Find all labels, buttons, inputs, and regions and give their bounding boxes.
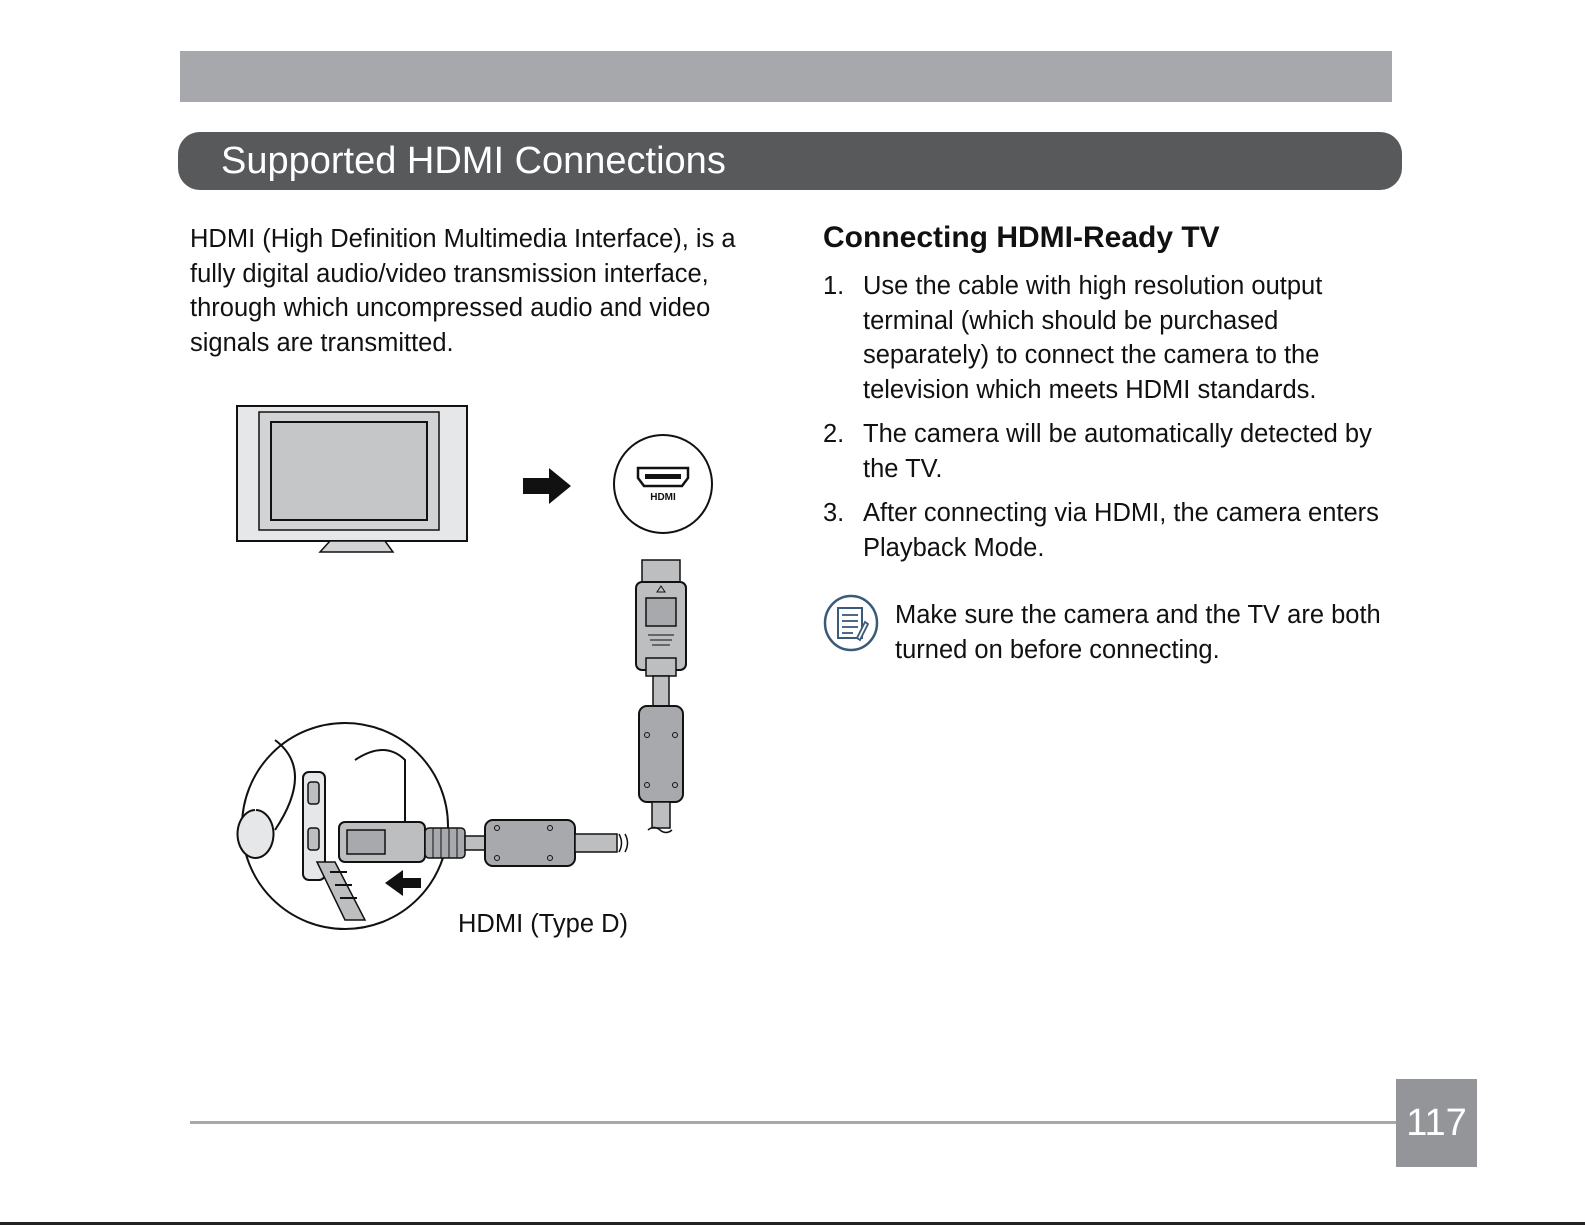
hdmi-logo-text: HDMI bbox=[650, 492, 676, 503]
page-number: 117 bbox=[1396, 1079, 1477, 1167]
note-icon bbox=[823, 594, 879, 652]
footer-divider bbox=[190, 1121, 1397, 1124]
step-item: 1. Use the cable with high resolution ou… bbox=[823, 269, 1393, 407]
top-header-band bbox=[180, 51, 1392, 102]
step-text: After connecting via HDMI, the camera en… bbox=[863, 499, 1379, 562]
step-number: 3. bbox=[823, 499, 845, 527]
section-title: Supported HDMI Connections bbox=[178, 132, 1402, 190]
intro-paragraph: HDMI (High Definition Multimedia Interfa… bbox=[190, 225, 736, 357]
tv-icon bbox=[236, 405, 468, 553]
connecting-hdmi-tv-heading: Connecting HDMI-Ready TV bbox=[823, 221, 1220, 254]
page-bottom-border bbox=[0, 1222, 1585, 1225]
step-item: 3. After connecting via HDMI, the camera… bbox=[823, 496, 1393, 565]
illustration-caption: HDMI (Type D) bbox=[458, 910, 629, 938]
step-item: 2. The camera will be automatically dete… bbox=[823, 417, 1393, 486]
step-text: Use the cable with high resolution outpu… bbox=[863, 272, 1323, 404]
step-text: The camera will be automatically detecte… bbox=[863, 420, 1372, 483]
hdmi-connection-illustration: HDMI bbox=[236, 405, 713, 930]
steps-list: 1. Use the cable with high resolution ou… bbox=[823, 269, 1393, 575]
hdmi-port-icon bbox=[613, 434, 713, 534]
note-text: Make sure the camera and the TV are both… bbox=[895, 601, 1381, 664]
step-number: 2. bbox=[823, 420, 845, 448]
arrow-right-icon bbox=[523, 468, 571, 504]
step-number: 1. bbox=[823, 272, 845, 300]
arrow-left-icon bbox=[385, 870, 421, 896]
hdmi-cable-connector bbox=[635, 559, 687, 834]
hdmi-type-d-plug bbox=[338, 819, 629, 867]
